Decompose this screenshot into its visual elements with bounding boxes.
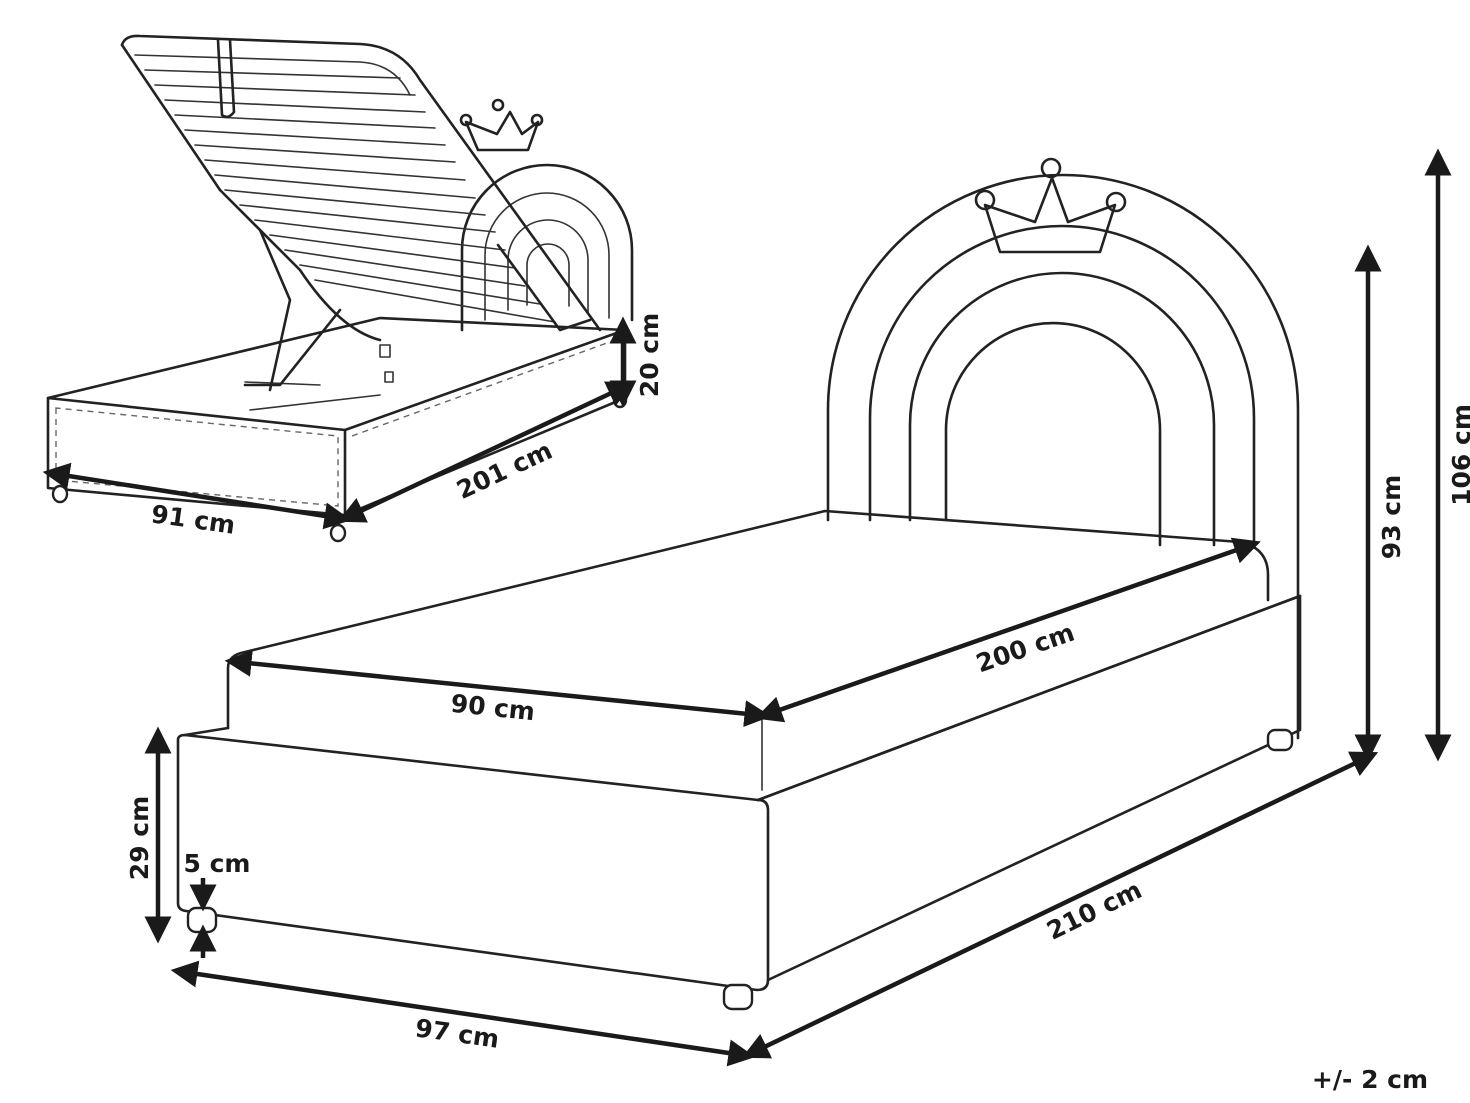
label-mattress-length: 200 cm (972, 618, 1078, 679)
label-total-length: 210 cm (1042, 875, 1146, 946)
bed-frame (176, 594, 1302, 992)
dimension-arrows (42, 148, 1452, 1067)
label-lift-width: 91 cm (149, 499, 237, 539)
headboard (826, 157, 1300, 740)
label-lift-length: 201 cm (452, 436, 556, 505)
crown-ornament (974, 157, 1127, 254)
label-headboard-height: 93 cm (1377, 475, 1406, 559)
bed-legs (186, 728, 1294, 1011)
label-total-height: 106 cm (1447, 404, 1470, 506)
mattress (226, 509, 1270, 791)
small-bed-base (46, 316, 628, 543)
tolerance-note: +/- 2 cm (1312, 1065, 1428, 1094)
lifted-slat-frame (120, 34, 602, 392)
label-mattress-width: 90 cm (449, 689, 536, 727)
label-leg-height: 5 cm (184, 849, 251, 878)
label-frame-height: 29 cm (125, 796, 154, 880)
label-lift-height: 20 cm (635, 313, 664, 397)
